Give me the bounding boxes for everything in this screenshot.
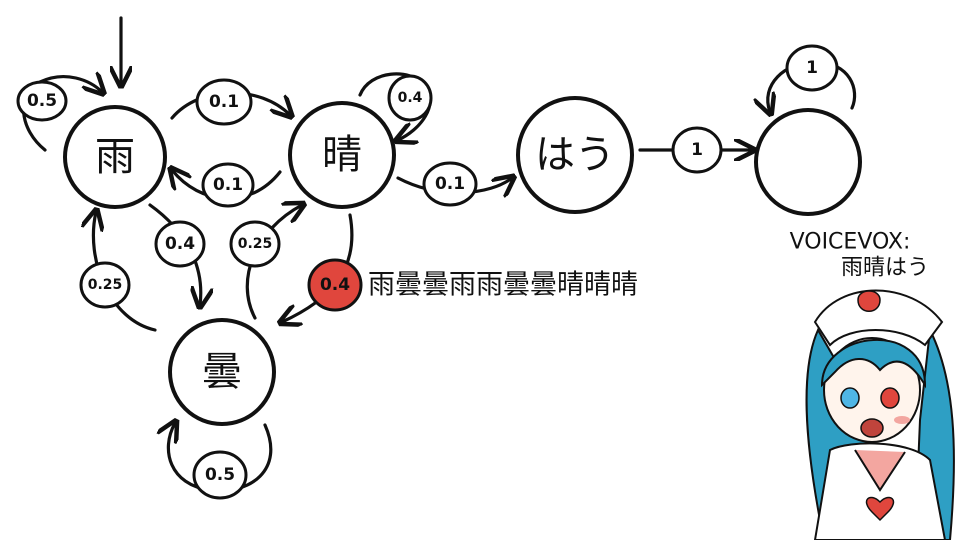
node-sunny-label: 晴: [322, 132, 362, 178]
node-rain-label: 雨: [95, 134, 135, 180]
label-cloudy-to-sunny: 0.25: [229, 220, 281, 268]
node-hau-label: はう: [535, 132, 615, 178]
label-cloudy-self: 0.5: [192, 450, 248, 500]
svg-text:0.4: 0.4: [165, 234, 195, 254]
node-rain: 雨: [63, 105, 167, 209]
label-rain-self: 0.5: [16, 80, 68, 122]
svg-text:0.5: 0.5: [27, 91, 57, 111]
generated-sequence: 雨曇曇雨雨曇曇晴晴晴: [368, 270, 638, 301]
svg-text:0.1: 0.1: [435, 174, 465, 194]
node-hau: はう: [516, 96, 634, 214]
credit-line2: 雨晴はう: [841, 256, 929, 281]
label-hau-to-blank: 1: [671, 126, 723, 174]
svg-text:1: 1: [691, 140, 703, 160]
svg-text:0.5: 0.5: [205, 465, 235, 485]
svg-text:0.1: 0.1: [209, 92, 239, 112]
label-sunny-to-rain: 0.1: [201, 162, 255, 208]
node-cloudy: 曇: [168, 318, 276, 426]
node-sunny: 晴: [288, 101, 396, 209]
label-sunny-to-cloudy: 0.4: [307, 258, 363, 312]
node-cloudy-label: 曇: [202, 349, 242, 395]
label-sunny-to-hau: 0.1: [422, 161, 478, 207]
label-sunny-self: 0.4: [387, 74, 433, 122]
svg-text:1: 1: [806, 58, 818, 78]
svg-text:0.25: 0.25: [88, 277, 123, 293]
credit-line1: VOICEVOX:: [790, 230, 911, 255]
label-blank-self: 1: [785, 44, 839, 92]
svg-text:0.4: 0.4: [398, 90, 423, 106]
character-illustration: [805, 289, 955, 540]
node-blank: [754, 108, 862, 216]
svg-text:0.1: 0.1: [213, 175, 243, 195]
label-rain-to-cloudy: 0.4: [154, 220, 206, 268]
label-cloudy-to-rain: 0.25: [79, 261, 131, 309]
label-rain-to-sunny: 0.1: [195, 78, 253, 126]
svg-text:0.25: 0.25: [238, 236, 273, 252]
svg-text:0.4: 0.4: [320, 275, 350, 295]
